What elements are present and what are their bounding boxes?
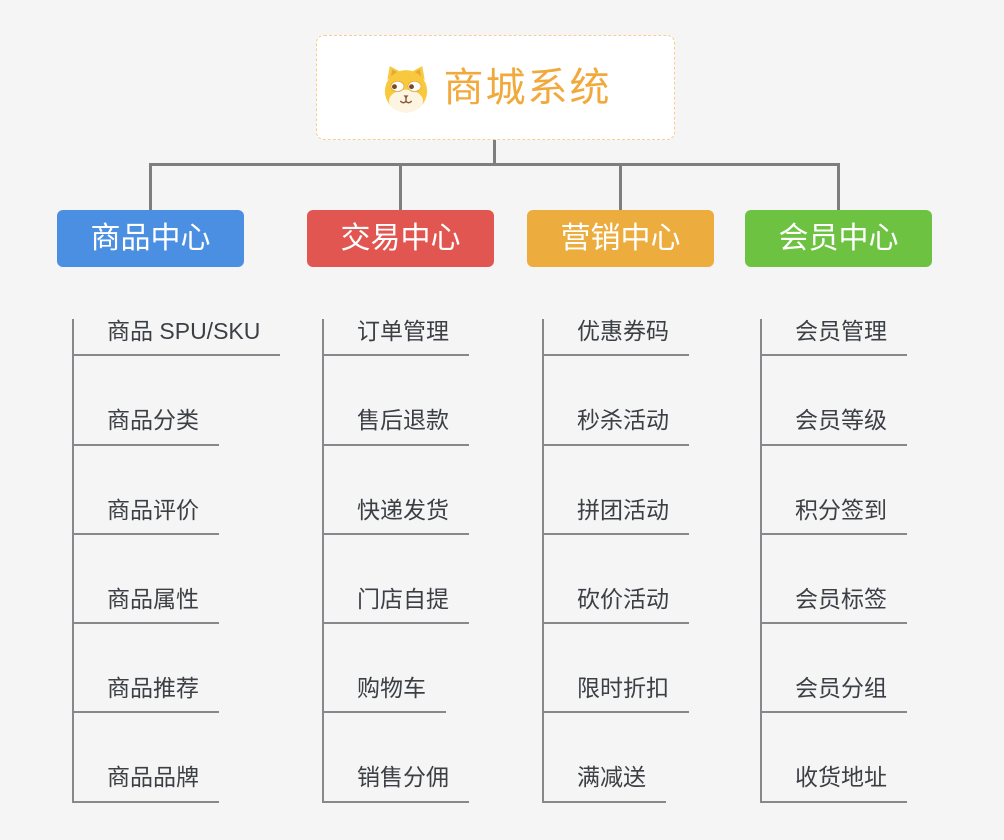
connector-drop-trade — [399, 165, 402, 211]
child-node[interactable]: 砍价活动 — [544, 586, 689, 625]
branch-box-member-center[interactable]: 会员中心 — [745, 210, 932, 267]
branch-children-trade: 订单管理 售后退款 快递发货 门店自提 购物车 销售分佣 — [322, 318, 494, 803]
connector-rail — [149, 163, 840, 166]
child-node[interactable]: 售后退款 — [324, 408, 469, 446]
branch-children-product: 商品 SPU/SKU 商品分类 商品评价 商品属性 商品推荐 商品品牌 — [72, 318, 281, 803]
branch-label: 会员中心 — [778, 221, 899, 255]
branch-label: 交易中心 — [340, 221, 461, 255]
branch-product-center: 商品中心 商品 SPU/SKU 商品分类 商品评价 商品属性 商品推荐 商品品牌 — [57, 210, 281, 803]
branch-box-marketing-center[interactable]: 营销中心 — [527, 210, 714, 267]
child-node[interactable]: 秒杀活动 — [544, 408, 689, 446]
branch-member-center: 会员中心 会员管理 会员等级 积分签到 会员标签 会员分组 收货地址 — [745, 210, 932, 803]
branch-trade-center: 交易中心 订单管理 售后退款 快递发货 门店自提 购物车 销售分佣 — [307, 210, 494, 803]
connector-drop-member — [837, 165, 840, 211]
branch-label: 商品中心 — [90, 221, 211, 255]
child-node[interactable]: 快递发货 — [324, 497, 469, 535]
child-node[interactable]: 购物车 — [324, 675, 446, 714]
child-node[interactable]: 商品品牌 — [74, 765, 219, 803]
child-node[interactable]: 满减送 — [544, 765, 666, 803]
child-node[interactable]: 商品分类 — [74, 408, 219, 446]
branch-box-product-center[interactable]: 商品中心 — [57, 210, 244, 267]
child-node[interactable]: 销售分佣 — [324, 765, 469, 803]
branch-children-member: 会员管理 会员等级 积分签到 会员标签 会员分组 收货地址 — [760, 318, 932, 803]
child-node[interactable]: 商品评价 — [74, 497, 219, 535]
child-node[interactable]: 门店自提 — [324, 586, 469, 625]
root-title: 商城系统 — [443, 65, 612, 110]
child-node[interactable]: 限时折扣 — [544, 675, 689, 714]
child-node[interactable]: 会员管理 — [762, 318, 907, 357]
child-node[interactable]: 优惠券码 — [544, 318, 689, 357]
connector-drop-marketing — [619, 165, 622, 211]
child-node[interactable]: 会员标签 — [762, 586, 907, 625]
connector-drop-product — [149, 165, 152, 211]
root-node[interactable]: 商城系统 — [316, 35, 675, 140]
branch-children-marketing: 优惠券码 秒杀活动 拼团活动 砍价活动 限时折扣 满减送 — [542, 318, 714, 803]
child-node[interactable]: 积分签到 — [762, 497, 907, 535]
child-node[interactable]: 会员分组 — [762, 675, 907, 714]
child-node[interactable]: 商品属性 — [74, 586, 219, 625]
child-node[interactable]: 商品 SPU/SKU — [74, 318, 281, 357]
child-node[interactable]: 拼团活动 — [544, 497, 689, 535]
dog-face-icon — [380, 62, 432, 114]
child-node[interactable]: 会员等级 — [762, 408, 907, 446]
branch-marketing-center: 营销中心 优惠券码 秒杀活动 拼团活动 砍价活动 限时折扣 满减送 — [527, 210, 714, 803]
branch-label: 营销中心 — [560, 221, 681, 255]
child-node[interactable]: 订单管理 — [324, 318, 469, 357]
branch-box-trade-center[interactable]: 交易中心 — [307, 210, 494, 267]
child-node[interactable]: 收货地址 — [762, 765, 907, 803]
connector-root-stem — [493, 140, 496, 164]
child-node[interactable]: 商品推荐 — [74, 675, 219, 714]
